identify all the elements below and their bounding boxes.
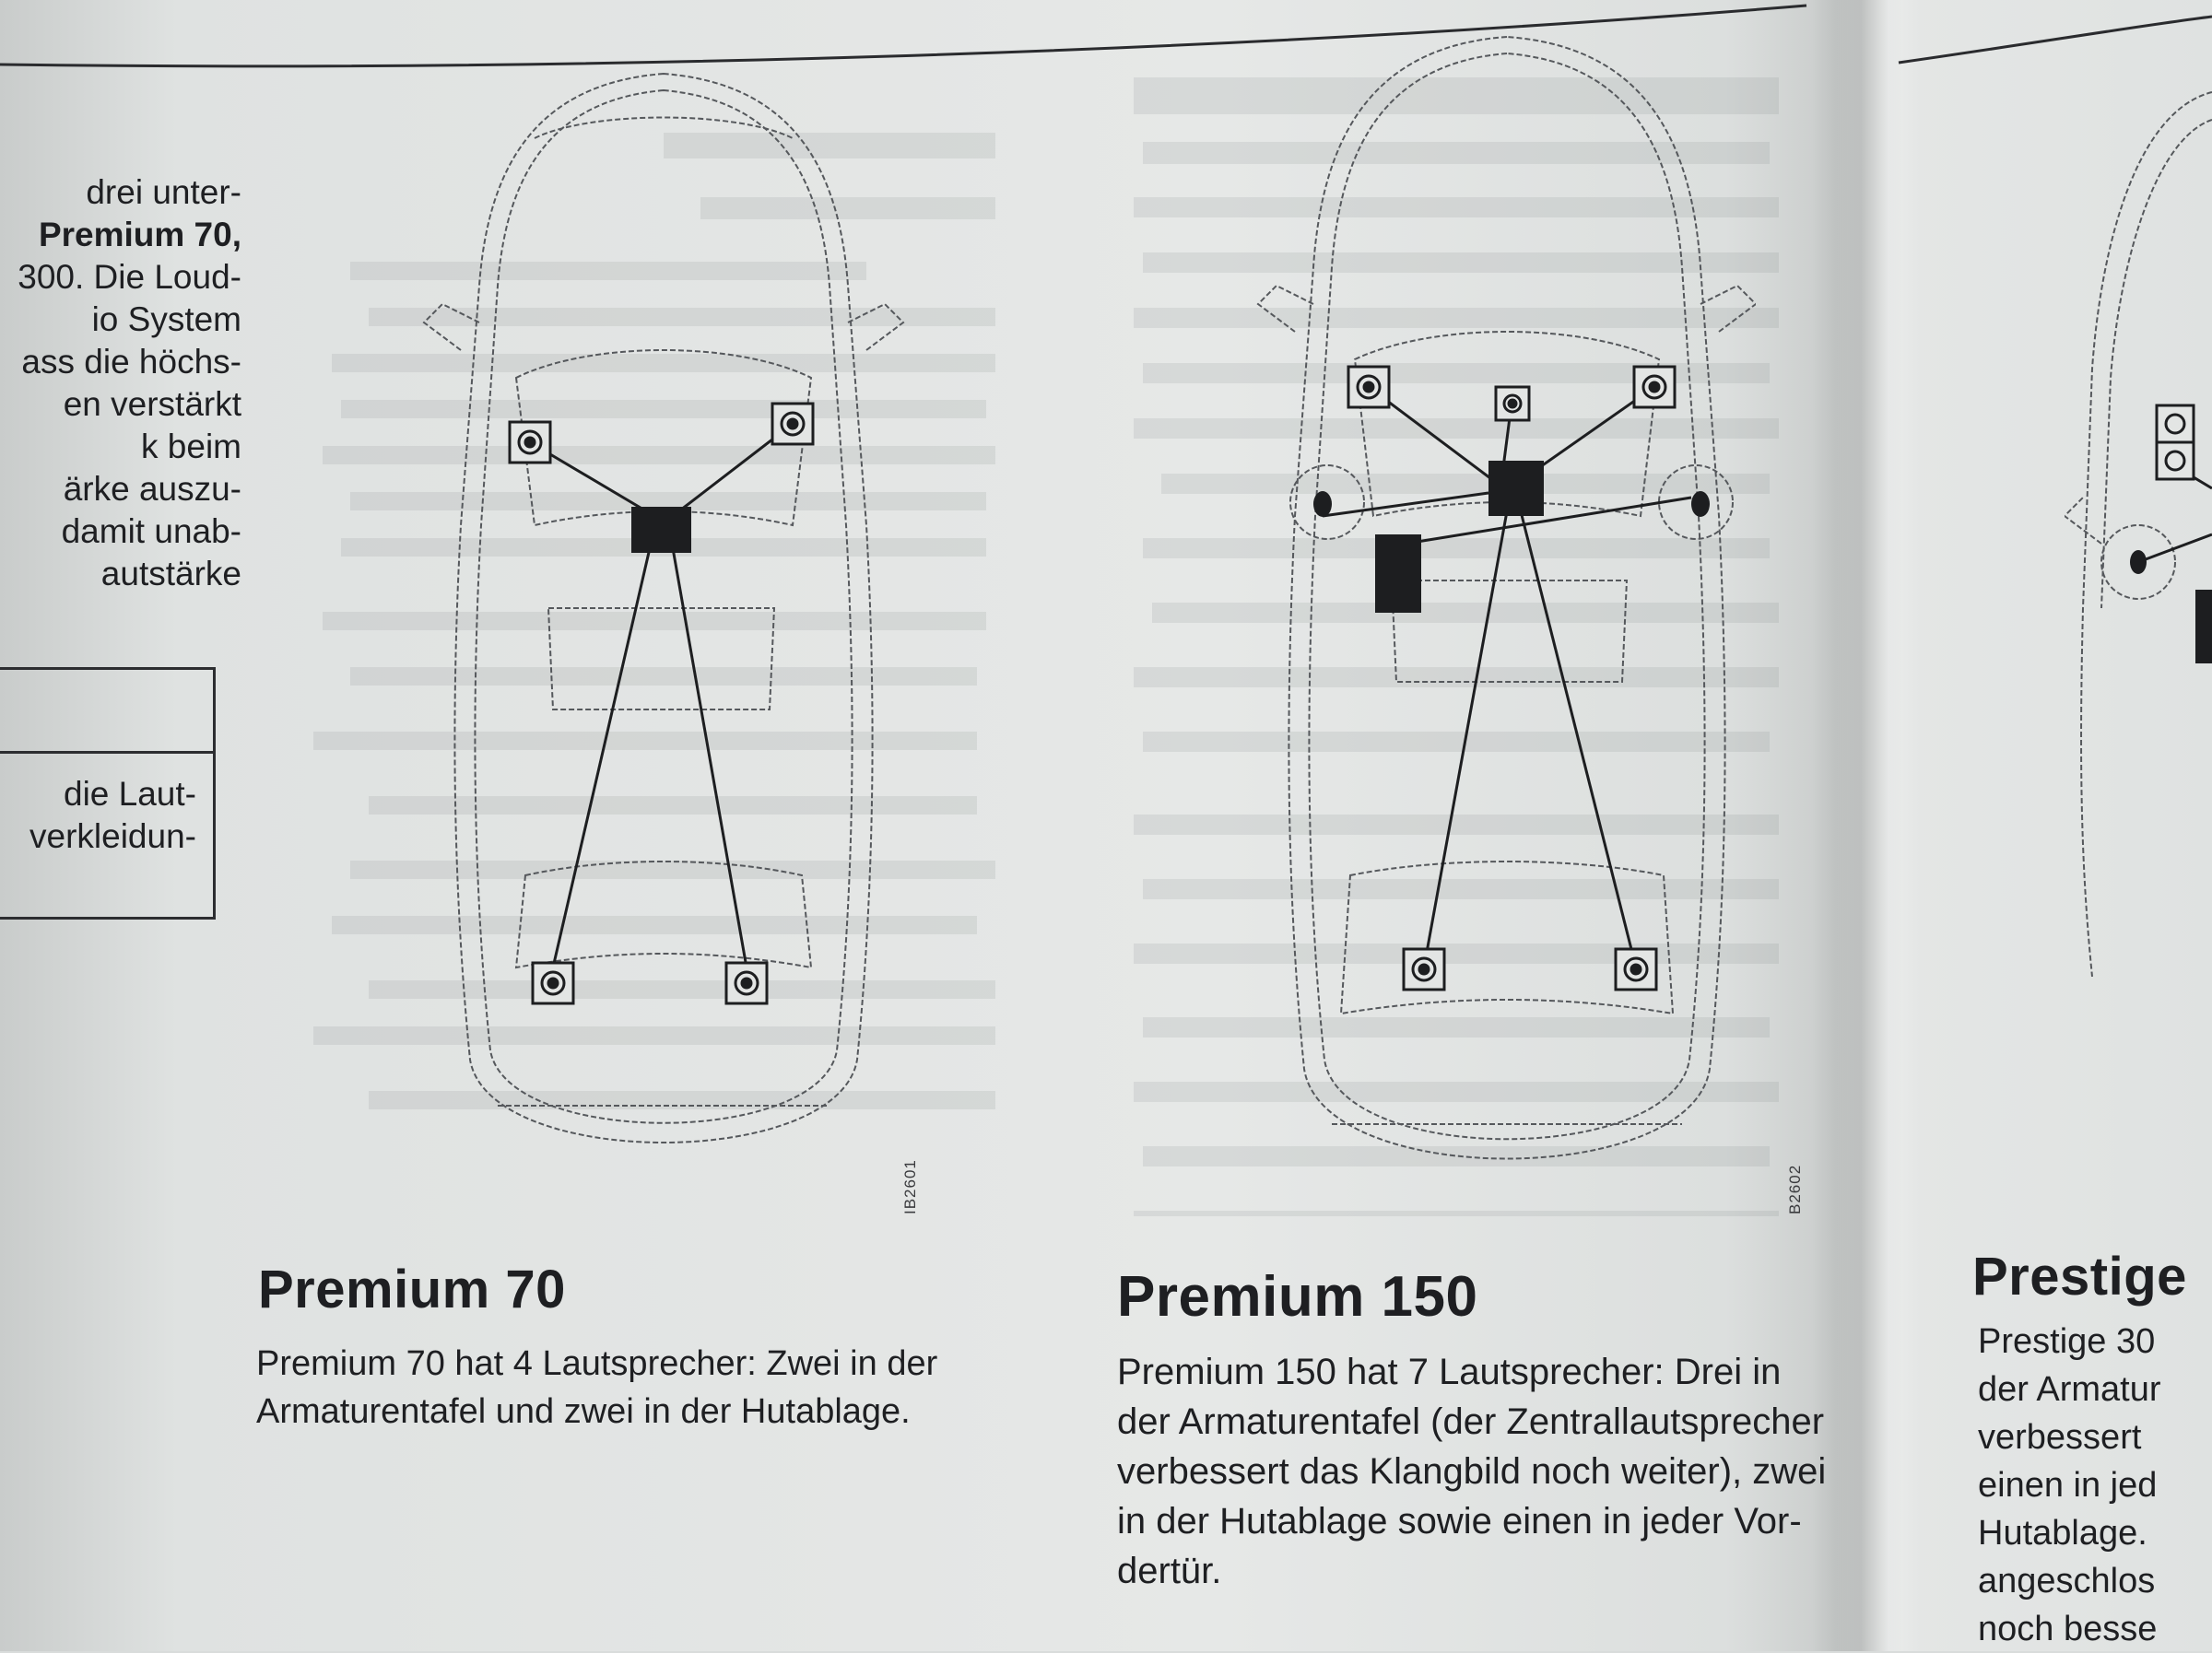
amplifier — [1375, 534, 1421, 613]
show-through-lines — [313, 133, 996, 1109]
left-line: 300. Die Loud- — [18, 258, 241, 296]
para-line: noch besse — [1978, 1610, 2158, 1648]
show-through-lines-2 — [1134, 77, 1780, 1216]
left-line: io System — [91, 300, 241, 338]
para-line: der Armaturentafel (der Zentrallautsprec… — [1117, 1401, 1825, 1442]
figure-code-b2602: B2602 — [1786, 1164, 1804, 1214]
left-line: Premium 70, — [38, 216, 241, 253]
premium-150-heading: Premium 150 — [1117, 1265, 1478, 1329]
premium-70-car-diagram — [422, 72, 905, 1143]
note-box: die Laut- verkleidun- — [0, 667, 216, 920]
premium-70-description: Premium 70 hat 4 Lautsprecher: Zwei in d… — [256, 1340, 937, 1436]
premium-70-heading: Premium 70 — [258, 1260, 566, 1319]
para-line: Premium 70 hat 4 Lautsprecher: Zwei in d… — [256, 1344, 938, 1383]
para-line: dertür. — [1117, 1551, 1222, 1591]
prestige-description: Prestige 30 der Armatur verbessert einen… — [1978, 1318, 2212, 1653]
note-box-text: die Laut- verkleidun- — [29, 773, 196, 858]
left-line: drei unter- — [86, 173, 241, 211]
left-line: autstärke — [100, 555, 241, 592]
left-line: k beim — [141, 428, 241, 465]
speakers — [508, 402, 815, 1005]
premium-150-description: Premium 150 hat 7 Lautsprecher: Drei in … — [1117, 1347, 1826, 1596]
para-line: verbessert das Klangbild noch weiter), z… — [1117, 1451, 1827, 1492]
para-line: Armaturentafel und zwei in der Hutablage… — [256, 1392, 911, 1431]
show-through-texture-right — [1106, 18, 1825, 1216]
para-line: Hutablage. — [1978, 1514, 2147, 1553]
left-line: ass die höchs- — [21, 343, 241, 381]
para-line: Prestige 30 — [1978, 1322, 2156, 1361]
prestige-heading: Prestige — [1972, 1247, 2187, 1307]
para-line: einen in jed — [1978, 1466, 2158, 1505]
center-amplifier — [631, 507, 691, 553]
door-speakers — [1313, 491, 1710, 517]
para-line: angeschlos — [1978, 1562, 2156, 1600]
left-column-text: drei unter- Premium 70, 300. Die Loud- i… — [0, 171, 249, 595]
speakers — [1347, 365, 1677, 991]
note-line: verkleidun- — [29, 817, 196, 855]
figure-code-ib2601: IB2601 — [901, 1159, 919, 1214]
para-line: Premium 150 hat 7 Lautsprecher: Drei in — [1117, 1352, 1782, 1392]
para-line: verbessert — [1978, 1418, 2142, 1457]
left-line: ärke auszu- — [63, 470, 241, 508]
para-line: der Armatur — [1978, 1370, 2161, 1409]
prestige-car-diagram-partial — [2065, 91, 2212, 977]
left-line: damit unab- — [61, 512, 241, 550]
note-box-divider — [0, 751, 213, 754]
left-line: en verstärkt — [63, 385, 241, 423]
premium-150-car-diagram — [1256, 35, 1756, 1160]
para-line: in der Hutablage sowie einen in jeder Vo… — [1117, 1501, 1802, 1542]
page-fold-shadow — [1811, 0, 1922, 1651]
note-line: die Laut- — [64, 775, 196, 813]
header-rule — [0, 4, 2212, 68]
show-through-texture-left — [295, 55, 1051, 1143]
center-speaker — [1488, 461, 1544, 516]
